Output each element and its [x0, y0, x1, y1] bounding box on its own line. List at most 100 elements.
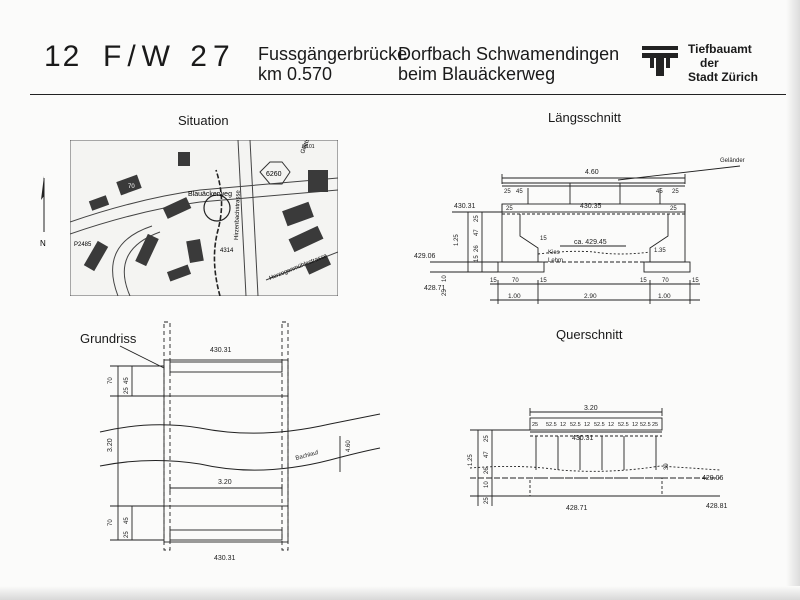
km-position: km 0.570: [258, 64, 333, 84]
gr-lb-2: 45: [124, 517, 130, 524]
qs-t-10: 52.5: [640, 422, 651, 428]
laengsschnitt-title: Längsschnitt: [548, 110, 621, 125]
sheet-edge-bottom: [0, 586, 800, 600]
map-label-6260: 6260: [266, 171, 282, 178]
ls-b2-2: 2.90: [584, 293, 597, 300]
qs-v-1: 1.25: [468, 454, 474, 466]
situation-map: 6260 Blauäckerweg Hirzenbachstrasse Glat…: [70, 140, 338, 296]
qs-v-5: 10: [484, 481, 490, 488]
stream-name: Dorfbach Schwamendingen: [398, 44, 620, 64]
gr-stream-dim: 4.60: [346, 440, 352, 452]
situation-title: Situation: [178, 113, 229, 128]
gr-lt-3: 25: [124, 387, 130, 394]
ls-b2-3: 1.00: [658, 293, 671, 300]
qs-t-5: 12: [584, 422, 590, 428]
qs-t-3: 12: [560, 422, 566, 428]
qs-v-4: 26: [484, 467, 490, 474]
bridge-name: Fussgängerbrücke: [258, 44, 408, 64]
ls-misc-4: 25: [506, 206, 513, 212]
ls-v-4: 26: [474, 245, 480, 252]
ls-water-level: ca. 429.45: [574, 239, 607, 246]
map-label-6101: 6/101: [302, 144, 315, 150]
ls-v-1: 1.25: [454, 234, 460, 246]
ls-foundation-left: 428.71: [424, 285, 446, 292]
map-label-hirzenbachstrasse: Hirzenbachstrasse: [234, 190, 242, 241]
qs-t-2: 52.5: [546, 422, 557, 428]
ls-ground-left: 429.06: [414, 253, 436, 260]
qs-width: 3.20: [584, 405, 598, 412]
ls-b-2: 70: [512, 278, 519, 284]
north-label: N: [40, 239, 46, 248]
gr-lt-2: 45: [124, 377, 130, 384]
ls-overall: 4.60: [585, 169, 599, 176]
ls-deck-top: 430.35: [580, 203, 602, 210]
header-rule: [30, 94, 790, 95]
qs-v-6: 25: [484, 497, 490, 504]
qs-t-6: 52.5: [594, 422, 605, 428]
tiefbauamt-logo: [642, 46, 678, 76]
querschnitt-title: Querschnitt: [556, 327, 623, 342]
ls-v-2: 25: [474, 215, 480, 222]
ls-lehm: Lehm: [548, 258, 563, 264]
map-label-70: 70: [128, 184, 135, 190]
qs-foundation-right: 428.81: [706, 503, 728, 510]
ls-b-6: 15: [692, 278, 699, 284]
grundriss-drawing: [99, 321, 381, 551]
ls-top-1: 25: [504, 189, 511, 195]
ls-v-6: 10: [442, 275, 448, 282]
gr-lt-1: 70: [108, 377, 114, 384]
qs-v-3: 47: [484, 451, 490, 458]
querschnitt-drawing: [469, 408, 721, 506]
ls-railing: Geländer: [720, 158, 745, 164]
ls-b-3: 15: [540, 278, 547, 284]
ls-b2-1: 1.00: [508, 293, 521, 300]
ls-b-4: 15: [640, 278, 647, 284]
ls-misc-2: 1.35: [654, 248, 666, 254]
map-label-4314: 4314: [220, 248, 234, 254]
ls-b-1: 15: [490, 278, 497, 284]
ls-deck-level: 430.31: [454, 203, 476, 210]
qs-t-1: 25: [532, 422, 538, 428]
qs-ground-right: 429.06: [702, 475, 724, 482]
ls-misc-1: 15: [540, 236, 547, 242]
ls-v-5: 15: [474, 255, 480, 262]
ls-v-3: 47: [474, 229, 480, 236]
sheet-edge-right: [786, 0, 800, 600]
gr-width: 3.20: [107, 438, 114, 452]
qs-level: 430.31: [572, 435, 594, 442]
ls-top-2: 45: [516, 189, 523, 195]
ls-v-7: 25: [442, 289, 448, 296]
gr-stream: Bachlauf: [295, 450, 319, 462]
map-label-blauackerweg: Blauäckerweg: [188, 191, 232, 198]
org-line-3: Stadt Zürich: [688, 70, 759, 84]
gr-lb-1: 70: [108, 519, 114, 526]
ls-kies: Kies: [548, 250, 560, 256]
sheet-number: 12: [44, 40, 82, 73]
gr-level-bottom: 430.31: [214, 555, 236, 562]
qs-t-9: 12: [632, 422, 638, 428]
ls-b-5: 70: [662, 278, 669, 284]
grundriss-title: Grundriss: [80, 331, 137, 346]
qs-foundation: 428.71: [566, 505, 588, 512]
qs-v-2: 25: [484, 435, 490, 442]
gr-level-top: 430.31: [210, 347, 232, 354]
laengsschnitt-drawing: [430, 165, 741, 304]
gr-span: 3.20: [218, 479, 232, 486]
qs-t-7: 12: [608, 422, 614, 428]
org-line-1: Tiefbauamt: [688, 42, 752, 56]
object-code: F/W 27: [103, 40, 236, 73]
ls-top-3: 45: [656, 189, 663, 195]
map-label-p2485: P2485: [74, 242, 92, 248]
qs-t-8: 52.5: [618, 422, 629, 428]
qs-t-11: 25: [652, 422, 658, 428]
org-line-2: der: [700, 56, 719, 70]
north-arrow-icon: N: [40, 176, 46, 248]
ls-misc-3: 25: [670, 206, 677, 212]
qs-t-4: 52.5: [570, 422, 581, 428]
qs-v-7: 39: [664, 463, 670, 470]
location: beim Blauäckerweg: [398, 64, 556, 84]
gr-lb-3: 25: [124, 531, 130, 538]
ls-top-4: 25: [672, 189, 679, 195]
